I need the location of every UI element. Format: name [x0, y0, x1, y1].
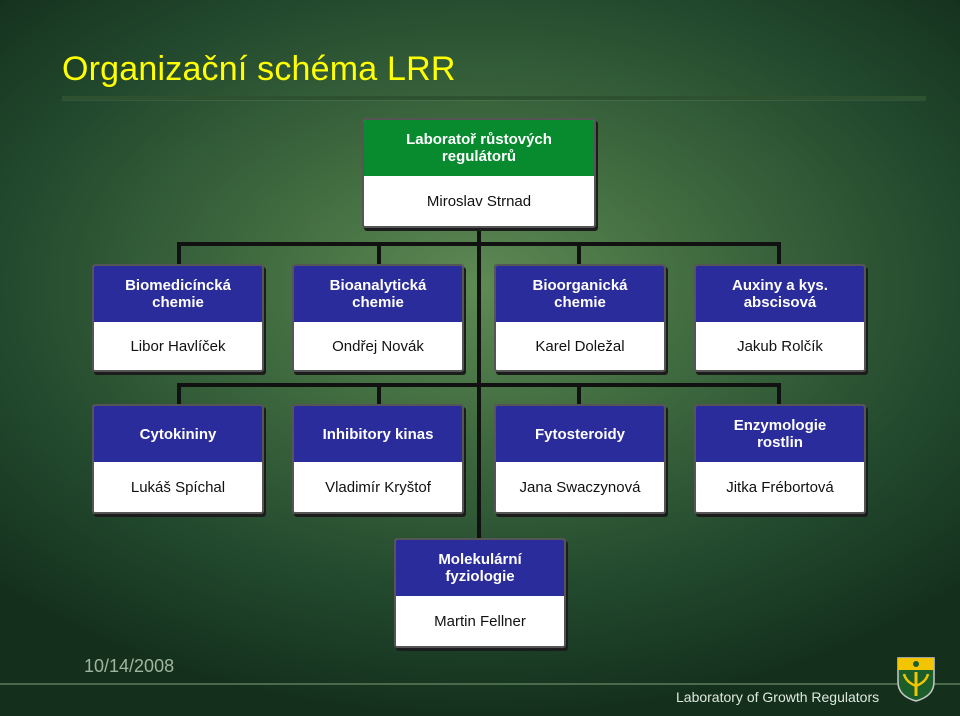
connector-drop	[377, 383, 381, 405]
org-node-root: Laboratoř růstových regulátorů Miroslav …	[362, 118, 596, 228]
connector-drop	[777, 242, 781, 264]
unit-head: Libor Havlíček	[130, 337, 226, 355]
unit-head: Lukáš Spíchal	[130, 478, 226, 496]
org-node: Biomedicíncká chemie Libor Havlíček	[92, 264, 264, 372]
unit-head: Jitka Frébortová	[726, 478, 834, 496]
connector-drop	[577, 383, 581, 405]
connector-bus-row2	[177, 383, 781, 387]
org-node: Auxiny a kys. abscisová Jakub Rolčík	[694, 264, 866, 372]
unit-head: Miroslav Strnad	[426, 192, 532, 210]
unit-head: Martin Fellner	[434, 612, 526, 630]
unit-name: Auxiny a kys. abscisová	[696, 266, 864, 322]
unit-head: Vladimír Kryštof	[325, 478, 431, 496]
unit-name: Fytosteroidy	[496, 406, 664, 462]
org-node: Inhibitory kinas Vladimír Kryštof	[292, 404, 464, 514]
footer-divider	[0, 683, 960, 685]
unit-name: Molekulární fyziologie	[396, 540, 564, 596]
org-node: Bioanalytická chemie Ondřej Novák	[292, 264, 464, 372]
org-node: Enzymologie rostlin Jitka Frébortová	[694, 404, 866, 514]
page-title: Organizační schéma LRR	[62, 50, 456, 88]
lrr-shield-logo-icon	[897, 657, 935, 702]
unit-head: Jana Swaczynová	[519, 478, 641, 496]
unit-name: Inhibitory kinas	[294, 406, 462, 462]
unit-name: Biomedicíncká chemie	[94, 266, 262, 322]
unit-head: Ondřej Novák	[332, 337, 424, 355]
unit-name: Bioorganická chemie	[496, 266, 664, 322]
connector-drop	[177, 242, 181, 264]
connector-drop	[777, 383, 781, 405]
connector-bus-row1	[177, 242, 781, 246]
unit-head: Jakub Rolčík	[737, 337, 823, 355]
org-node-bottom: Molekulární fyziologie Martin Fellner	[394, 538, 566, 648]
org-node: Fytosteroidy Jana Swaczynová	[494, 404, 666, 514]
connector-drop	[577, 242, 581, 264]
footer-text: Laboratory of Growth Regulators	[676, 689, 880, 705]
slide-date: 10/14/2008	[84, 656, 175, 676]
unit-name: Enzymologie rostlin	[696, 406, 864, 462]
org-node: Cytokininy Lukáš Spíchal	[92, 404, 264, 514]
unit-name: Bioanalytická chemie	[294, 266, 462, 322]
org-node: Bioorganická chemie Karel Doležal	[494, 264, 666, 372]
connector-drop	[177, 383, 181, 405]
unit-name: Cytokininy	[94, 406, 262, 462]
title-divider	[62, 96, 926, 100]
unit-head: Karel Doležal	[535, 337, 625, 355]
connector-drop	[377, 242, 381, 264]
unit-name: Laboratoř růstových regulátorů	[364, 120, 594, 176]
